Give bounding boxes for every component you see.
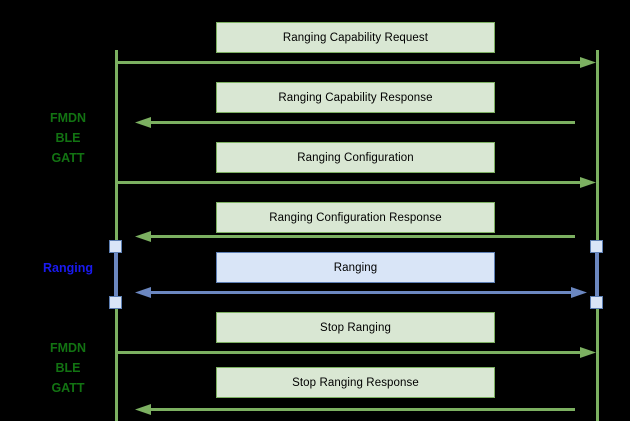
message-label: Stop Ranging Response [292, 376, 419, 389]
left-lifeline [115, 50, 118, 421]
phase-label-line: FMDN [49, 111, 87, 125]
message-ranging-capability-response: Ranging Capability Response [216, 82, 495, 113]
phase-label-fmdn-ble-gatt-bottom: FMDN BLE GATT [20, 338, 116, 398]
arrow-ranging-bidirectional [135, 287, 587, 298]
activation-node-right-end [590, 296, 603, 309]
message-stop-ranging-response: Stop Ranging Response [216, 367, 495, 398]
arrow-ranging-capability-response [135, 117, 575, 128]
phase-label-fmdn-ble-gatt-top: FMDN BLE GATT [20, 108, 116, 168]
activation-node-left-end [109, 296, 122, 309]
message-label: Ranging [333, 261, 378, 274]
phase-label-line: GATT [51, 381, 85, 395]
phase-label-line: BLE [55, 131, 81, 145]
phase-label-line: FMDN [49, 341, 87, 355]
activation-node-right-start [590, 240, 603, 253]
arrow-stop-ranging-response [135, 404, 575, 415]
message-label: Ranging Capability Request [282, 31, 429, 44]
activation-node-left-start [109, 240, 122, 253]
message-ranging-capability-request: Ranging Capability Request [216, 22, 495, 53]
message-label: Stop Ranging [320, 321, 391, 334]
message-label: Ranging Configuration [297, 151, 414, 164]
phase-label-line: Ranging [43, 261, 93, 275]
phase-label-ranging: Ranging [20, 258, 116, 278]
message-ranging-configuration-response: Ranging Configuration Response [216, 202, 495, 233]
message-ranging-configuration: Ranging Configuration [216, 142, 495, 173]
arrow-ranging-configuration [116, 177, 596, 188]
right-lifeline [596, 50, 599, 421]
arrow-ranging-configuration-response [135, 231, 575, 242]
phase-label-line: BLE [55, 361, 81, 375]
message-label: Ranging Configuration Response [269, 211, 442, 224]
message-label: Ranging Capability Response [278, 91, 433, 104]
arrow-stop-ranging [116, 347, 596, 358]
activation-bar-left [114, 246, 118, 304]
message-ranging: Ranging [216, 252, 495, 283]
arrow-ranging-capability-request [116, 57, 596, 68]
phase-label-line: GATT [51, 151, 85, 165]
message-stop-ranging: Stop Ranging [216, 312, 495, 343]
activation-bar-right [595, 246, 599, 304]
